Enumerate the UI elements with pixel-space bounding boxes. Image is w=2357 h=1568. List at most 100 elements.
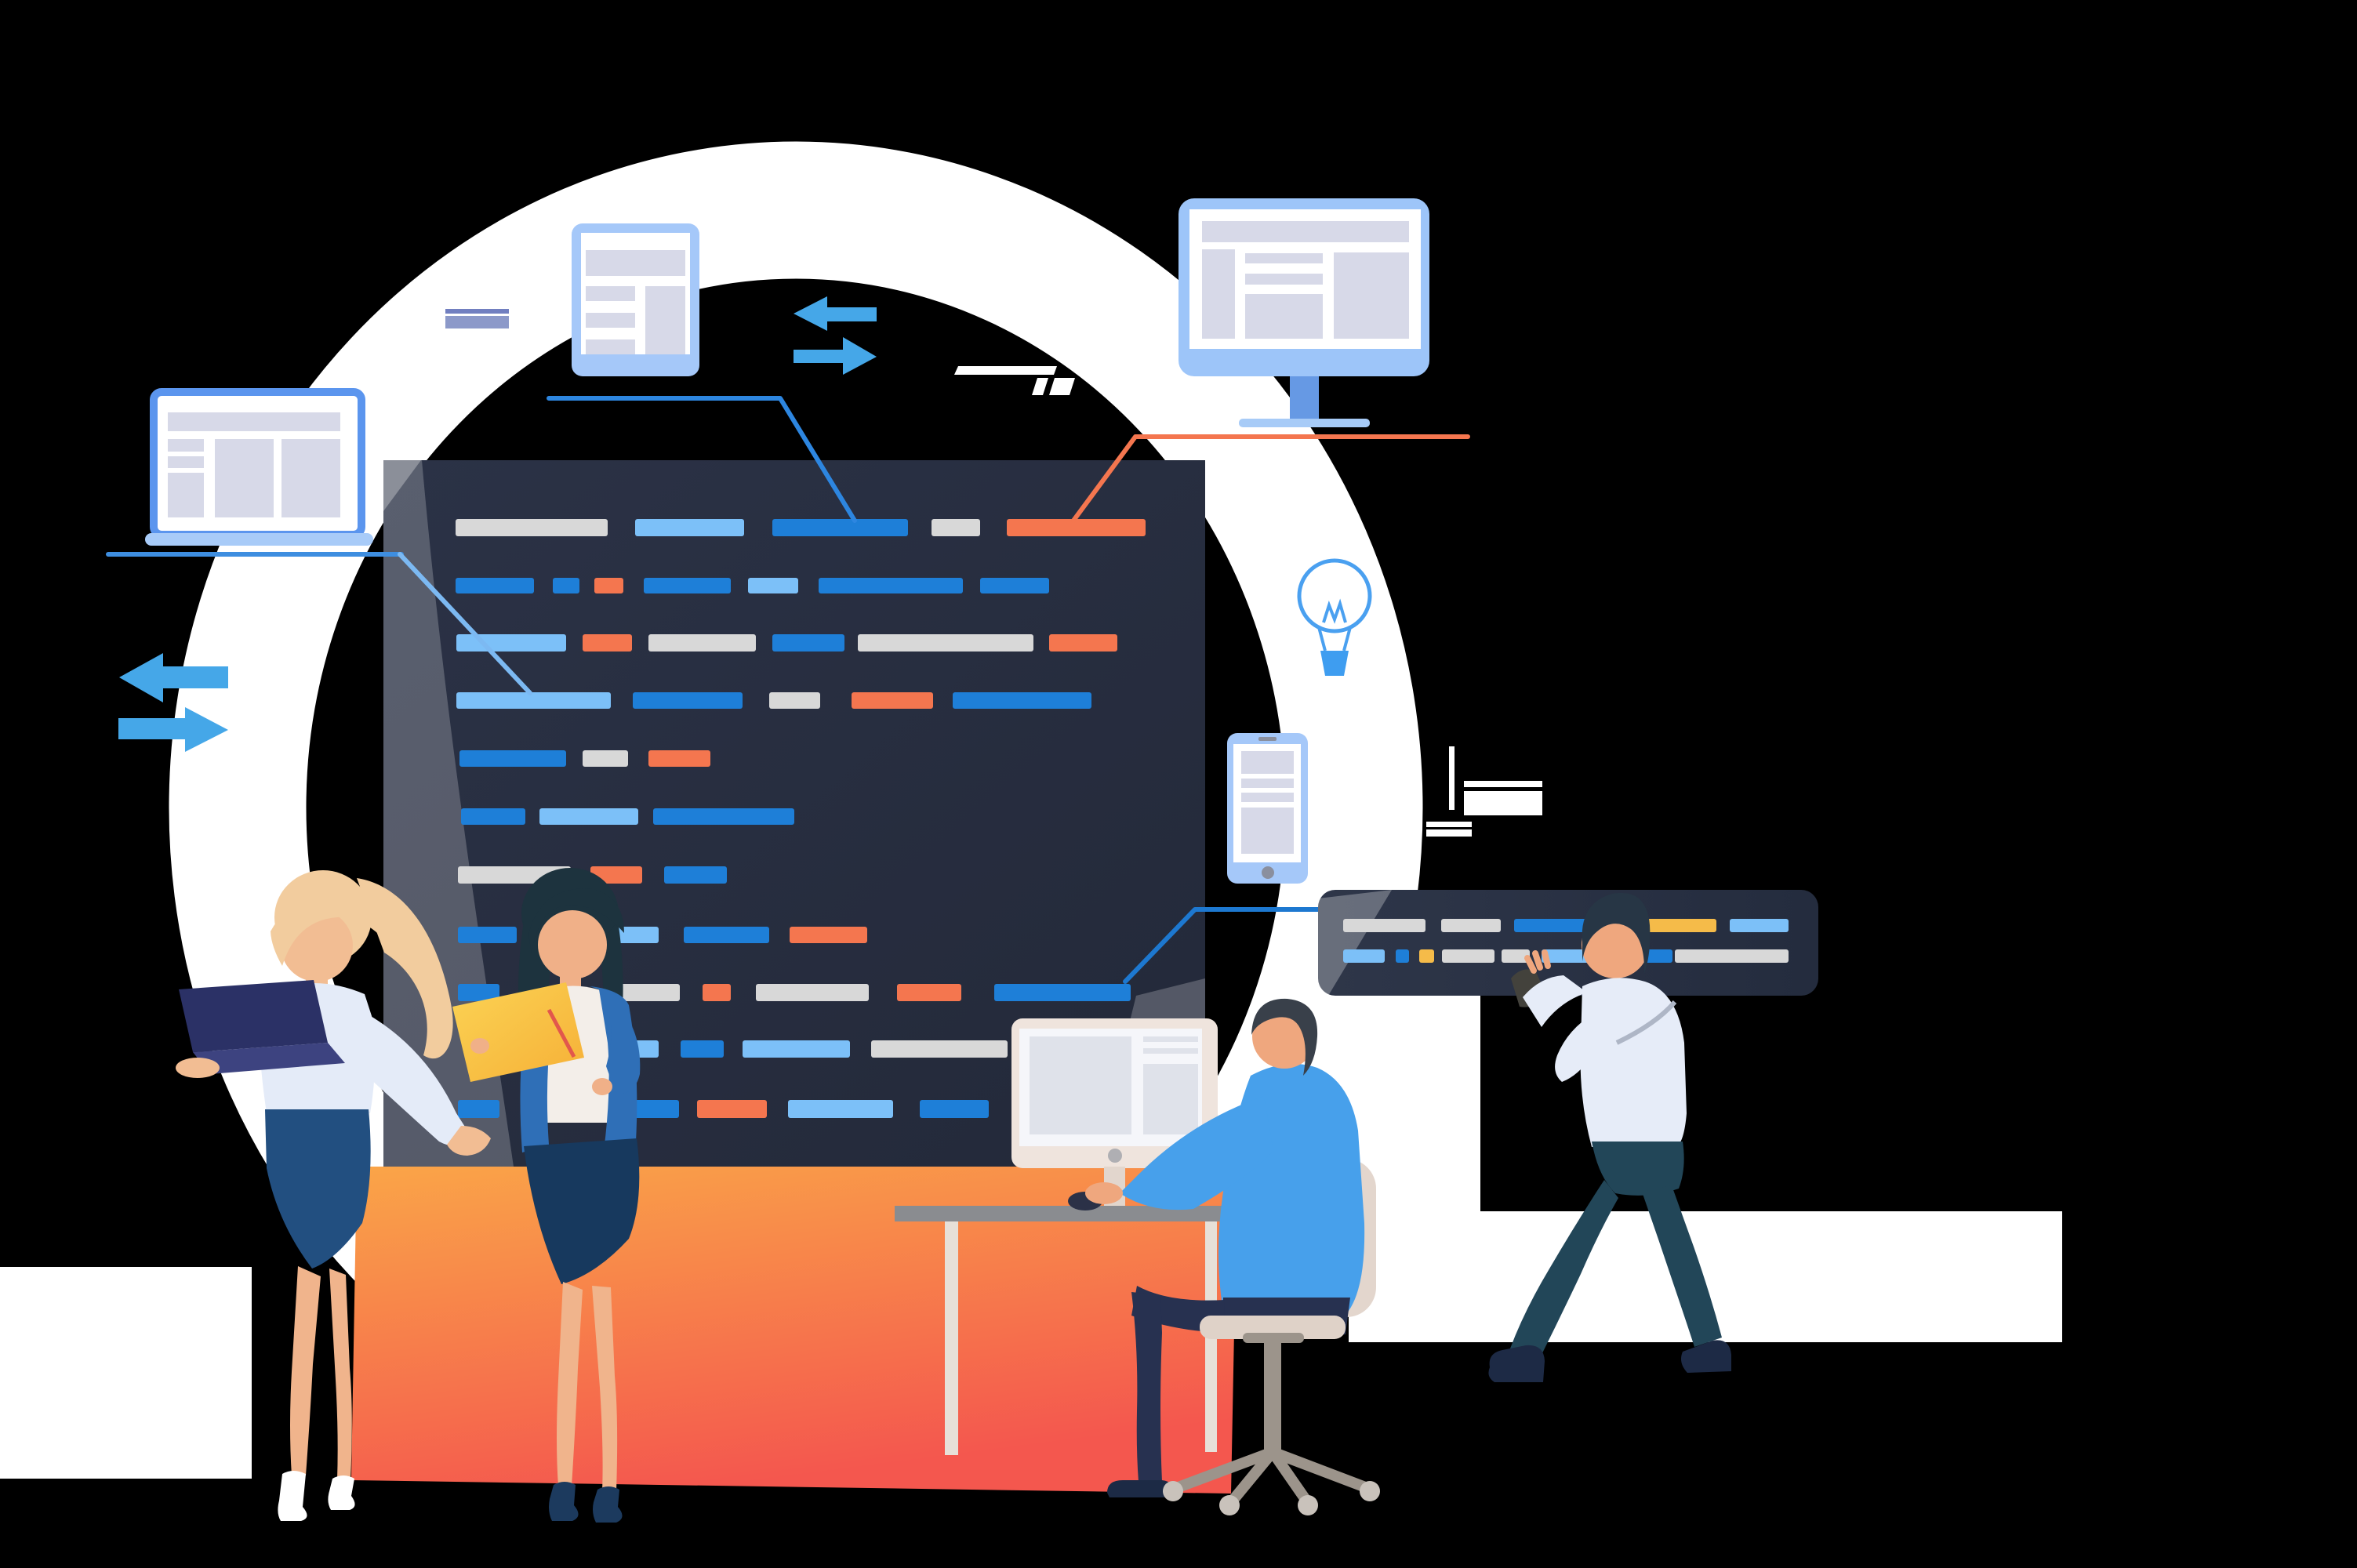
code-bar	[648, 750, 710, 767]
code-bar	[769, 692, 820, 709]
walking-man-shoe-left	[1488, 1345, 1545, 1382]
monitor-content	[1202, 221, 1409, 339]
imac-content	[1030, 1036, 1198, 1134]
code-bar	[897, 984, 961, 1001]
walking-man	[1488, 892, 1731, 1382]
transfer-arrows-top-icon	[794, 296, 877, 375]
code-bar	[1542, 949, 1593, 963]
blonde-woman	[176, 870, 491, 1521]
dark-haired-woman	[452, 868, 641, 1523]
code-bar	[459, 750, 566, 767]
dark-woman-skirt	[524, 1138, 640, 1284]
blonde-leg-left	[290, 1266, 321, 1475]
code-bar	[583, 750, 628, 767]
dark-woman-shoe-right	[593, 1486, 623, 1523]
code-bar	[616, 984, 680, 1001]
code-bar	[456, 692, 611, 709]
walking-man-torso	[1580, 978, 1687, 1147]
panel-corner-fold	[383, 460, 421, 511]
chair-stem-top	[1243, 1333, 1304, 1343]
code-bar	[703, 984, 731, 1001]
tablet-content	[586, 250, 685, 354]
imac-logo-dot	[1108, 1149, 1122, 1163]
code-bar	[852, 692, 933, 709]
seated-man-arm	[1120, 1096, 1273, 1210]
code-bar	[697, 1100, 767, 1118]
arrow-right-icon	[794, 337, 877, 375]
phone-line	[1123, 907, 1325, 984]
code-bar	[790, 927, 867, 943]
laptop-content	[168, 412, 340, 517]
seated-man-shoe	[1107, 1480, 1175, 1497]
code-bar	[1730, 919, 1789, 932]
arrow-left-icon	[119, 653, 228, 702]
seated-man-hand	[1085, 1182, 1123, 1204]
walking-man-leg-left	[1510, 1180, 1618, 1361]
walking-man-shoe-right	[1681, 1340, 1731, 1373]
chair-star-legs	[1174, 1446, 1370, 1504]
monitor-icon	[1178, 198, 1429, 427]
dark-woman-shoe-left	[549, 1482, 579, 1521]
code-bar	[635, 519, 744, 536]
code-bar	[681, 1040, 724, 1058]
imac-icon	[1011, 1018, 1218, 1206]
chair-seat	[1200, 1316, 1346, 1339]
code-bar	[458, 984, 499, 1001]
floating-panel-beam	[1318, 890, 1392, 996]
code-rows	[456, 519, 1146, 1118]
code-bar	[648, 634, 756, 652]
code-bar	[1514, 919, 1589, 932]
transfer-arrows-left-icon	[118, 653, 228, 752]
chair-stem	[1264, 1341, 1281, 1457]
laptop-line-diagonal	[398, 552, 532, 695]
floor-strip-left	[0, 1267, 252, 1479]
code-bar	[756, 984, 869, 1001]
code-bar	[553, 578, 579, 593]
phone-home-button	[1262, 866, 1274, 879]
code-bar	[1396, 949, 1409, 963]
floating-code-panel	[1318, 890, 1818, 996]
floating-code-rows	[1343, 919, 1789, 963]
blonde-shoe-left	[278, 1471, 307, 1521]
code-bar	[748, 578, 798, 593]
blonde-fringe	[271, 891, 397, 966]
seated-man	[1085, 998, 1380, 1515]
blonde-hand-right	[447, 1126, 491, 1156]
code-bar	[1049, 634, 1117, 652]
minus-card-glyph	[445, 309, 509, 328]
code-bar	[980, 578, 1049, 593]
tablet-line	[547, 396, 857, 523]
blonde-leg-right	[329, 1269, 352, 1480]
code-bar	[590, 866, 642, 884]
code-bar	[1343, 949, 1385, 963]
code-bar	[994, 984, 1131, 1001]
code-bar	[743, 1040, 850, 1058]
code-bar	[644, 578, 731, 593]
code-bar	[1502, 949, 1530, 963]
code-bar	[772, 634, 844, 652]
code-bar	[456, 519, 608, 536]
red-pen	[547, 1008, 576, 1058]
dark-woman-leg-right	[592, 1286, 618, 1491]
code-bar	[1007, 519, 1146, 536]
dark-woman-face	[538, 910, 607, 979]
walking-man-near-hand	[1524, 949, 1551, 974]
light-beam	[1329, 994, 1480, 1212]
code-bar	[932, 519, 980, 536]
code-bar	[583, 634, 632, 652]
held-laptop-deck	[193, 1043, 345, 1074]
walking-man-hips	[1592, 1142, 1684, 1196]
dark-woman-leg-left	[557, 1282, 583, 1486]
code-bar	[920, 1100, 989, 1118]
walking-man-leg-right	[1642, 1185, 1722, 1347]
walking-man-arm-near	[1555, 1013, 1595, 1082]
blonde-hand-left	[176, 1058, 220, 1078]
desk-leg-left	[945, 1220, 958, 1455]
dark-woman-hand-right	[592, 1078, 612, 1095]
seated-man-shin	[1131, 1292, 1162, 1482]
laptop-icon	[145, 388, 373, 546]
dark-woman-fringe	[528, 888, 624, 953]
dark-woman-hand-left	[470, 1038, 489, 1054]
